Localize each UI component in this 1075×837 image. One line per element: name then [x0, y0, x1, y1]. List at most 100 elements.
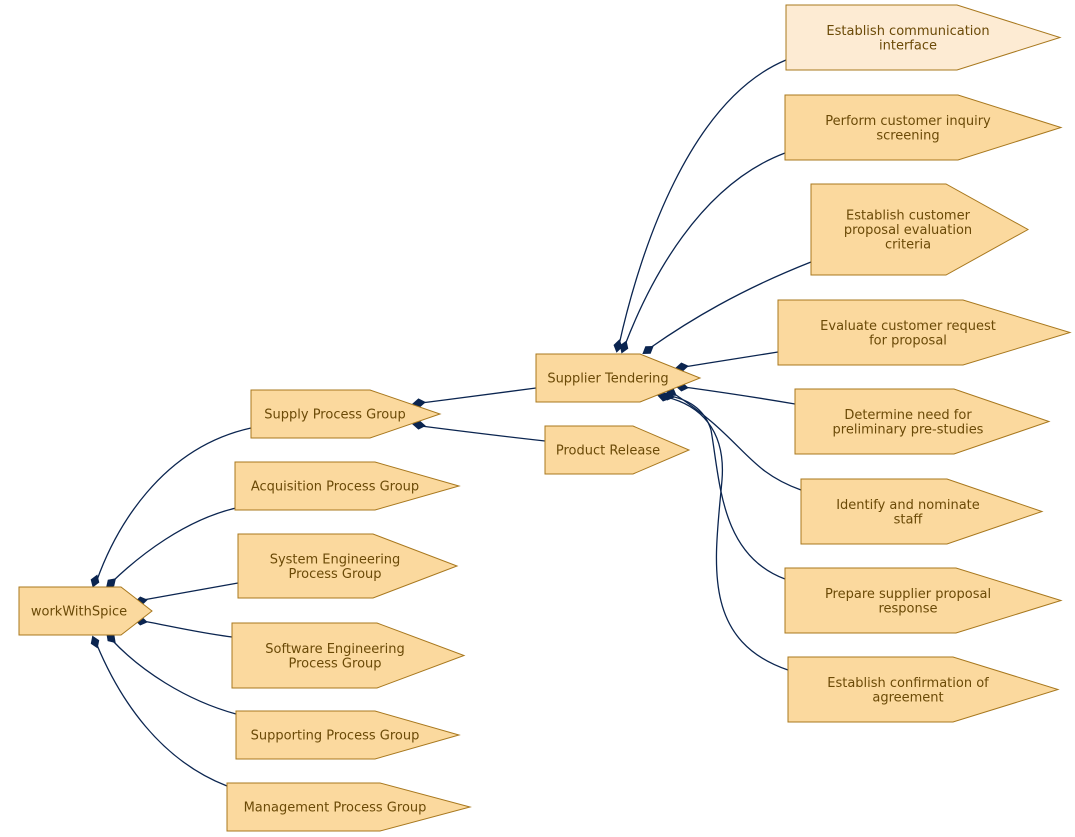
node-label-line: Supply Process Group [264, 408, 405, 423]
node-label-line: criteria [885, 238, 931, 253]
node-management[interactable]: Management Process Group [226, 782, 472, 832]
node-label-line: Process Group [288, 656, 381, 671]
node-shape [800, 478, 1044, 545]
edge-line [683, 386, 796, 405]
edge-line [420, 387, 537, 404]
node-label-line: staff [894, 512, 924, 527]
node-label-line: Establish confirmation of [827, 676, 989, 691]
node-root[interactable]: workWithSpice [18, 586, 153, 636]
node-label-line: Software Engineering [265, 642, 404, 657]
node-label-line: Supplier Tendering [547, 372, 668, 387]
node-supply[interactable]: Supply Process Group [250, 389, 442, 439]
edge-line [96, 644, 228, 787]
node-shape [784, 94, 1063, 161]
composition-diamond [657, 392, 671, 402]
node-shape [784, 567, 1063, 634]
node-shape [785, 4, 1062, 71]
node-shape [234, 461, 461, 511]
node-label-line: Management Process Group [244, 801, 427, 816]
edge-supply-to-root [90, 427, 252, 588]
node-label-line: Evaluate customer request [820, 319, 996, 334]
node-label-line: Identify and nominate [836, 498, 980, 513]
node-label-line: proposal evaluation [844, 223, 972, 238]
node-label-line: Establish communication [826, 24, 989, 39]
edge-line [683, 351, 779, 368]
edge-line [665, 396, 789, 671]
node-label-line: Product Release [556, 444, 660, 459]
node-label-line: Determine need for [844, 408, 972, 423]
edge-confirmation-to-supplier_tendering [657, 392, 789, 671]
node-label-line: Supporting Process Group [251, 729, 420, 744]
node-shape [794, 388, 1051, 455]
nodes: workWithSpice Supply Process GroupAcquisi… [18, 4, 1072, 832]
node-label-line: for proposal [869, 333, 947, 348]
edge-prestudies-to-supplier_tendering [675, 382, 796, 405]
edge-line [420, 425, 546, 442]
edge-line [618, 59, 787, 346]
edge-establish_comm-to-supplier_tendering [613, 59, 787, 353]
node-acquisition[interactable]: Acquisition Process Group [234, 461, 461, 511]
edge-eval_criteria-to-supplier_tendering [642, 261, 812, 354]
edge-line [669, 395, 786, 580]
node-product-release[interactable]: Product Release [544, 425, 691, 475]
node-label-line: Acquisition Process Group [251, 480, 419, 495]
edge-supplier_tendering-to-supply [412, 387, 537, 408]
edge-line [142, 582, 239, 601]
edge-line [96, 427, 252, 581]
node-label-line: Establish customer [846, 209, 971, 224]
node-shape [810, 183, 1030, 276]
node-label-line: interface [879, 38, 937, 53]
edge-product_release-to-supply [412, 420, 546, 442]
composition-diamond [642, 346, 654, 354]
node-shape [250, 389, 442, 439]
node-shape [231, 622, 466, 689]
node-label-line: preliminary pre-studies [833, 422, 984, 437]
composition-diamond [412, 420, 426, 430]
edge-evaluate_request-to-supplier_tendering [675, 351, 779, 372]
node-label-line: workWithSpice [31, 605, 127, 620]
node-shape [237, 533, 459, 599]
node-label-line: response [878, 601, 937, 616]
node-supporting[interactable]: Supporting Process Group [235, 710, 461, 760]
edges [90, 59, 812, 787]
edge-line [624, 152, 786, 346]
edge-proposal_response-to-supplier_tendering [661, 391, 786, 580]
node-shape [544, 425, 691, 475]
node-label-line: screening [876, 128, 939, 143]
node-label-line: System Engineering [270, 552, 401, 567]
composition-diamond [412, 398, 426, 408]
node-label-line: Prepare supplier proposal [825, 587, 991, 602]
edge-line [111, 639, 237, 715]
edge-line [111, 507, 237, 583]
edge-acquisition-to-root [106, 507, 237, 588]
composition-diamond [619, 340, 629, 354]
node-shape [226, 782, 472, 832]
node-label-line: agreement [872, 690, 943, 705]
node-shape [777, 299, 1072, 366]
node-shape [535, 353, 702, 403]
edge-management-to-root [90, 635, 228, 787]
edge-supporting-to-root [106, 632, 237, 715]
edge-software_eng-to-root [134, 616, 233, 638]
composition-diamond [90, 635, 100, 649]
node-supplier-tendering[interactable]: Supplier Tendering [535, 353, 702, 403]
node-label-line: Process Group [288, 567, 381, 582]
edge-system_eng-to-root [134, 582, 239, 606]
node-shape [18, 586, 153, 636]
node-shape [787, 656, 1060, 723]
node-shape [235, 710, 461, 760]
edge-line [142, 620, 233, 638]
edge-line [649, 261, 812, 349]
edge-customer_inquiry-to-supplier_tendering [619, 152, 786, 354]
